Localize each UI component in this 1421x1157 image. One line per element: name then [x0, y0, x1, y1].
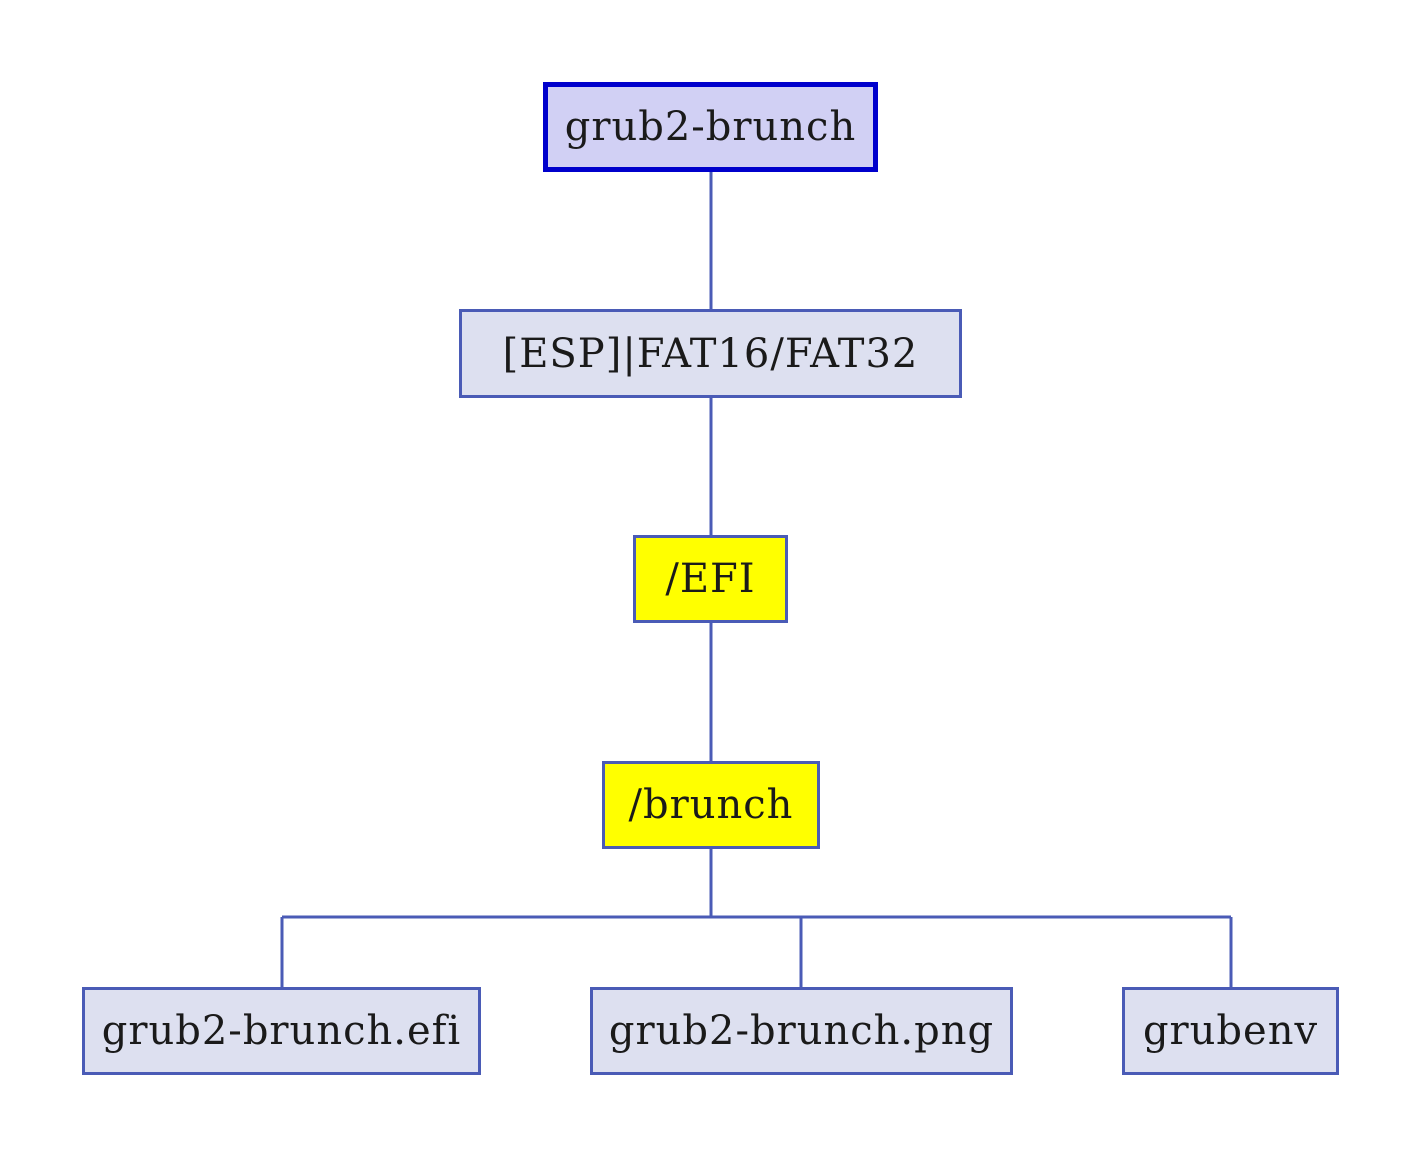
- node-esp-partition: [ESP]|FAT16/FAT32: [459, 309, 962, 398]
- node-brunch-directory: /brunch: [602, 761, 820, 849]
- node-label: grubenv: [1142, 1008, 1319, 1054]
- node-label: grub2-brunch: [564, 104, 857, 150]
- node-label: grub2-brunch.efi: [101, 1008, 462, 1054]
- node-file-efi: grub2-brunch.efi: [82, 987, 481, 1075]
- node-label: grub2-brunch.png: [608, 1008, 995, 1054]
- node-label: /brunch: [628, 782, 794, 828]
- node-file-png: grub2-brunch.png: [590, 987, 1013, 1075]
- node-efi-directory: /EFI: [633, 535, 788, 623]
- node-label: /EFI: [665, 556, 756, 602]
- node-grub2-brunch-root: grub2-brunch: [543, 82, 878, 172]
- node-file-grubenv: grubenv: [1122, 987, 1339, 1075]
- node-label: [ESP]|FAT16/FAT32: [502, 330, 919, 377]
